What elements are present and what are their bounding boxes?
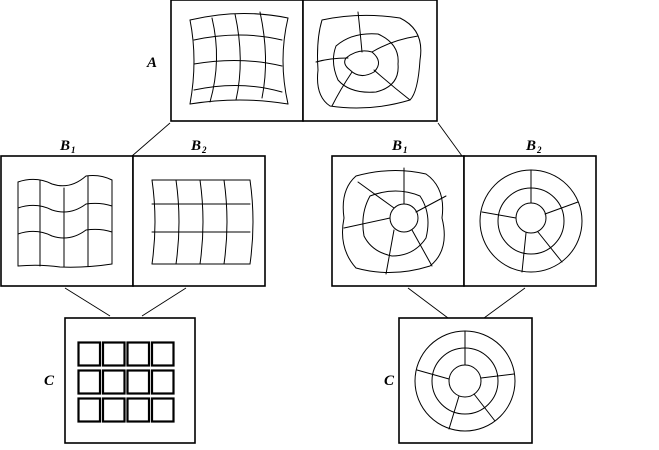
label-right-b2: B 2 [525, 138, 542, 155]
panel-left-b2 [132, 155, 266, 287]
connector-right-b2-to-c [483, 287, 526, 319]
svg-text:1: 1 [71, 145, 76, 155]
svg-text:B: B [190, 138, 201, 154]
connector-left-b2-to-c [141, 287, 187, 317]
svg-text:2: 2 [536, 145, 542, 155]
svg-text:1: 1 [403, 145, 408, 155]
grid-cell [77, 341, 102, 367]
label-right-b1: B 1 [391, 138, 408, 155]
grid-cell [77, 397, 102, 423]
connector-left-b1-to-c [64, 287, 111, 317]
panel-a-grid [170, 0, 304, 122]
connector-a-to-right-b [437, 122, 463, 157]
panel-right-c [398, 317, 533, 444]
panel-left-b1 [0, 155, 134, 287]
grid-cell [150, 341, 175, 367]
svg-text:B: B [391, 138, 402, 154]
panel-a-radial [302, 0, 438, 122]
grid-cell [126, 341, 151, 367]
label-left-c: C [44, 373, 55, 389]
grid-cell [150, 397, 175, 423]
grid-cell [101, 397, 126, 423]
connector-lines [64, 122, 526, 319]
connector-right-b1-to-c [407, 287, 449, 319]
grid-cell [77, 369, 102, 395]
label-right-c: C [384, 373, 395, 389]
grid-cell [126, 397, 151, 423]
panel-right-b2 [463, 155, 597, 287]
connector-a-to-left-b [131, 122, 171, 157]
grid-cell [150, 369, 175, 395]
grid-cells [77, 341, 175, 423]
svg-text:B: B [59, 138, 70, 154]
panel-right-b1 [331, 155, 465, 287]
panel-left-c [64, 317, 196, 444]
label-left-b2: B 2 [190, 138, 207, 155]
svg-text:B: B [525, 138, 536, 154]
label-a: A [146, 55, 157, 71]
grid-cell [101, 341, 126, 367]
svg-text:2: 2 [201, 145, 207, 155]
grid-cell [101, 369, 126, 395]
label-left-b1: B 1 [59, 138, 76, 155]
grid-cell [126, 369, 151, 395]
